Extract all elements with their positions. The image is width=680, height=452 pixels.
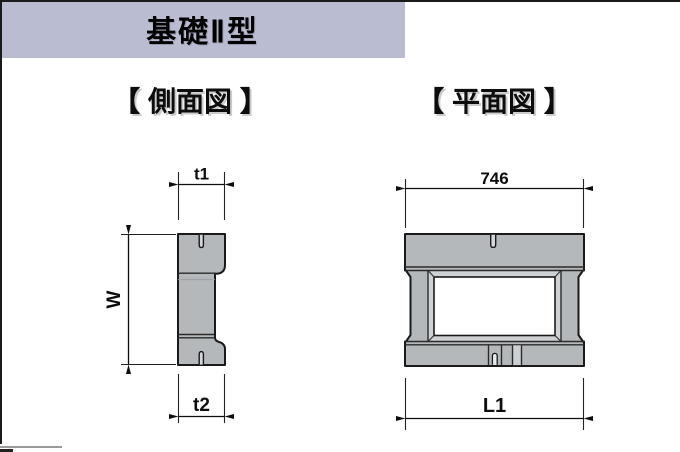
plan-view-corner-diagonals	[427, 270, 562, 342]
dim-t1-label: t1	[194, 165, 209, 184]
page-title-numeral: Ⅱ	[210, 16, 227, 49]
plan-view-top-bar-double-line	[405, 266, 584, 272]
dim-l1-extension-lines	[404, 378, 585, 430]
page-bottom-corner-mark	[0, 449, 13, 452]
plan-view-bottom-slot	[491, 352, 498, 365]
plan-view-bottom-bar-double-line	[405, 340, 584, 346]
plan-view-joint-band-2-edges	[511, 345, 523, 366]
side-view-heading: 【 側面図 】	[112, 86, 268, 117]
plan-view-heading: 【 平面図 】	[416, 86, 572, 117]
plan-view-top-notch	[490, 234, 497, 249]
page-title-suffix: 型	[226, 16, 259, 49]
plan-view-bottom-joint	[487, 345, 523, 366]
page-title-prefix: 基礎	[146, 16, 211, 49]
side-view-bottom-double-line	[178, 333, 215, 339]
side-view-top-slot	[198, 234, 205, 249]
dim-t2-label: t2	[193, 395, 210, 416]
dim-w-extension-lines	[121, 233, 176, 366]
side-view-bottom-slot	[198, 350, 205, 365]
plan-view-drawing: 746 L1	[396, 169, 593, 430]
page-left-border	[0, 0, 2, 444]
dim-w-label: W	[104, 290, 125, 308]
plan-view-dim-l1: L1	[396, 378, 593, 430]
page-top-border	[0, 0, 680, 2]
plan-view-column-inner-edges	[427, 270, 562, 342]
plan-view-joint-band-2-fill	[512, 345, 522, 366]
plan-view-opening	[433, 276, 556, 337]
page-title: 基礎Ⅱ型	[146, 7, 259, 51]
side-view-dim-w: W	[104, 225, 176, 374]
side-view-dim-t2: t2	[169, 374, 234, 423]
side-view-drawing: t1 W t2	[104, 165, 234, 423]
header-band: 基礎Ⅱ型	[0, 0, 405, 58]
plan-view-joint-band-1	[487, 345, 503, 366]
dim-t1-extension-lines	[177, 172, 226, 220]
side-view-dim-t1: t1	[169, 165, 234, 220]
dim-746-label: 746	[480, 169, 508, 188]
side-view-block-outline	[177, 233, 226, 366]
page-bottom-gray-line	[0, 446, 62, 448]
plan-view-dim-746: 746	[396, 169, 593, 228]
dim-l1-label: L1	[483, 395, 506, 417]
